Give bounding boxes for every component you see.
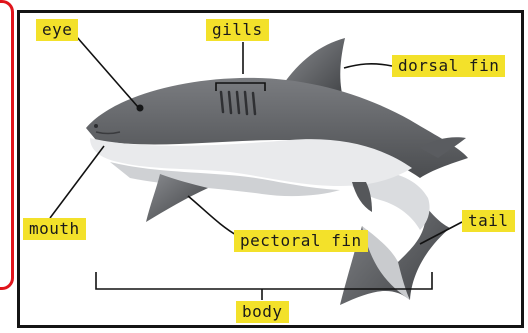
dorsal-fin-label: dorsal fin [392, 55, 505, 77]
gills-label: gills [206, 19, 269, 41]
eye-label: eye [36, 19, 78, 41]
tail-label: tail [462, 210, 515, 232]
mouth-label: mouth [23, 218, 86, 240]
shark-nostril [94, 124, 98, 128]
body-label: body [236, 301, 289, 323]
pectoral-fin-label: pectoral fin [234, 230, 368, 252]
